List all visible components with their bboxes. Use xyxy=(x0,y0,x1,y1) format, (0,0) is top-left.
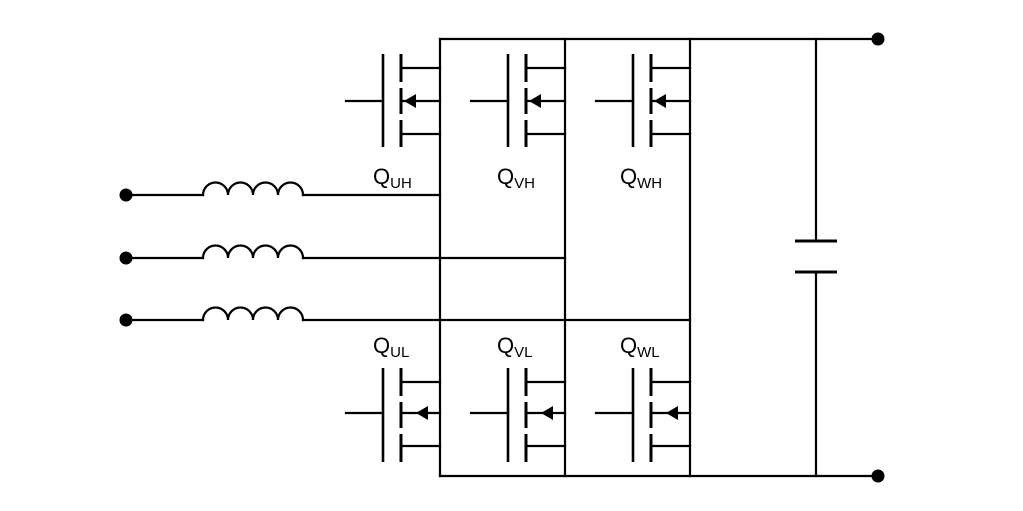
label-quh: QUH xyxy=(373,164,412,192)
phase-u-inductor xyxy=(201,181,305,197)
mosfet-qvh xyxy=(469,54,567,147)
phase-w-input xyxy=(119,306,692,327)
bottom-rail-terminal[interactable] xyxy=(871,469,885,483)
dc-link-capacitor xyxy=(795,37,837,478)
top-rail-terminal[interactable] xyxy=(871,32,885,46)
phase-u-input xyxy=(119,181,442,202)
phase-v-inductor xyxy=(201,244,305,260)
mosfet-qul xyxy=(344,368,442,462)
label-qwl: QWL xyxy=(620,333,660,361)
mosfet-quh xyxy=(344,54,442,147)
mosfet-qvl xyxy=(469,368,567,462)
mosfet-qwh xyxy=(594,54,692,147)
label-qvh: QVH xyxy=(497,164,535,192)
phase-v-input xyxy=(119,244,567,265)
phase-w-inductor xyxy=(201,306,305,322)
mosfet-qwl xyxy=(594,368,692,462)
label-qul: QUL xyxy=(373,333,409,361)
label-qwh: QWH xyxy=(620,164,662,192)
label-qvl: QVL xyxy=(497,333,532,361)
